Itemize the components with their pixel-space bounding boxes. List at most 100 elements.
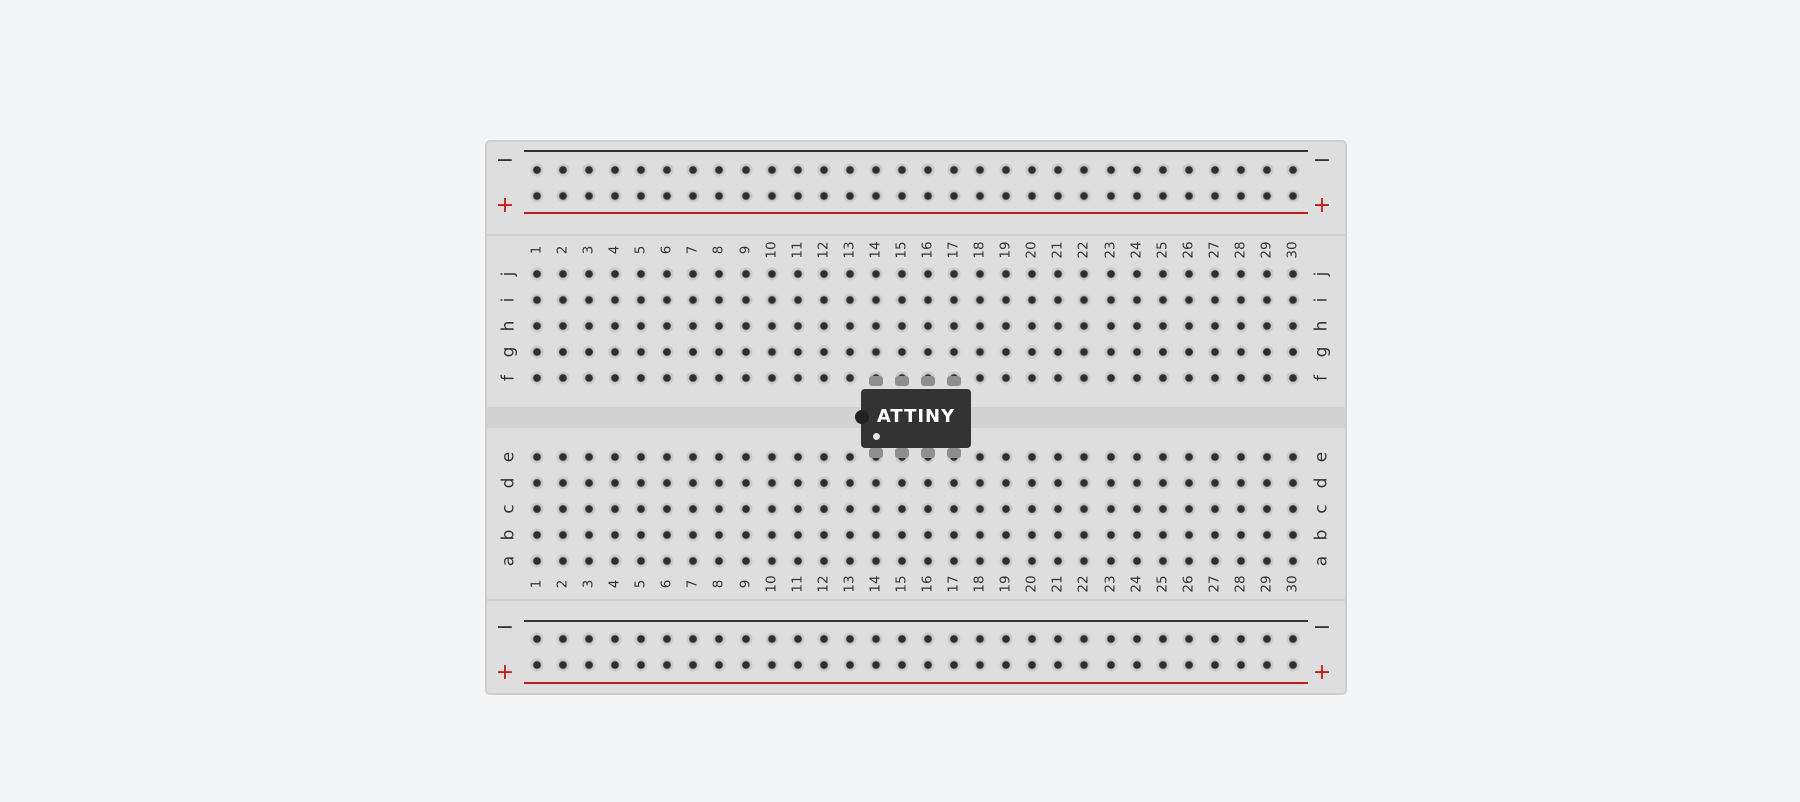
hole-f6[interactable] bbox=[660, 371, 675, 385]
hole-a14[interactable] bbox=[868, 554, 883, 568]
top-minus-rail-hole[interactable] bbox=[947, 163, 962, 177]
hole-c8[interactable] bbox=[712, 502, 727, 516]
hole-e29[interactable] bbox=[1259, 450, 1274, 464]
hole-d6[interactable] bbox=[660, 476, 675, 490]
bottom-plus-rail-hole[interactable] bbox=[1181, 658, 1196, 672]
bottom-plus-rail-hole[interactable] bbox=[842, 658, 857, 672]
hole-a19[interactable] bbox=[999, 554, 1014, 568]
hole-j27[interactable] bbox=[1207, 267, 1222, 281]
hole-f26[interactable] bbox=[1181, 371, 1196, 385]
hole-j18[interactable] bbox=[973, 267, 988, 281]
hole-b30[interactable] bbox=[1286, 528, 1301, 542]
hole-g25[interactable] bbox=[1155, 345, 1170, 359]
hole-b26[interactable] bbox=[1181, 528, 1196, 542]
hole-i8[interactable] bbox=[712, 293, 727, 307]
top-plus-rail-hole[interactable] bbox=[1233, 189, 1248, 203]
hole-j30[interactable] bbox=[1286, 267, 1301, 281]
top-minus-rail-hole[interactable] bbox=[660, 163, 675, 177]
bottom-plus-rail-hole[interactable] bbox=[790, 658, 805, 672]
bottom-minus-rail-hole[interactable] bbox=[660, 632, 675, 646]
hole-e27[interactable] bbox=[1207, 450, 1222, 464]
hole-f30[interactable] bbox=[1286, 371, 1301, 385]
top-minus-rail-hole[interactable] bbox=[790, 163, 805, 177]
hole-a1[interactable] bbox=[530, 554, 544, 568]
hole-i21[interactable] bbox=[1051, 293, 1066, 307]
hole-f20[interactable] bbox=[1025, 371, 1040, 385]
hole-d20[interactable] bbox=[1025, 476, 1040, 490]
top-plus-rail-hole[interactable] bbox=[868, 189, 883, 203]
hole-i2[interactable] bbox=[556, 293, 571, 307]
hole-d22[interactable] bbox=[1077, 476, 1092, 490]
hole-a6[interactable] bbox=[660, 554, 675, 568]
hole-f12[interactable] bbox=[816, 371, 831, 385]
top-plus-rail-hole[interactable] bbox=[1025, 189, 1040, 203]
top-minus-rail-hole[interactable] bbox=[530, 163, 544, 177]
bottom-minus-rail-hole[interactable] bbox=[1207, 632, 1222, 646]
hole-c21[interactable] bbox=[1051, 502, 1066, 516]
hole-c22[interactable] bbox=[1077, 502, 1092, 516]
top-minus-rail-hole[interactable] bbox=[1207, 163, 1222, 177]
hole-f29[interactable] bbox=[1259, 371, 1274, 385]
hole-g1[interactable] bbox=[530, 345, 544, 359]
hole-i29[interactable] bbox=[1259, 293, 1274, 307]
top-plus-rail-hole[interactable] bbox=[686, 189, 701, 203]
top-minus-rail-hole[interactable] bbox=[1077, 163, 1092, 177]
bottom-minus-rail-hole[interactable] bbox=[947, 632, 962, 646]
hole-a18[interactable] bbox=[973, 554, 988, 568]
bottom-minus-rail-hole[interactable] bbox=[1233, 632, 1248, 646]
hole-b23[interactable] bbox=[1103, 528, 1118, 542]
bottom-minus-rail-hole[interactable] bbox=[1181, 632, 1196, 646]
bottom-minus-rail-hole[interactable] bbox=[738, 632, 753, 646]
hole-d11[interactable] bbox=[790, 476, 805, 490]
hole-a27[interactable] bbox=[1207, 554, 1222, 568]
hole-c18[interactable] bbox=[973, 502, 988, 516]
hole-f22[interactable] bbox=[1077, 371, 1092, 385]
hole-f21[interactable] bbox=[1051, 371, 1066, 385]
hole-f9[interactable] bbox=[738, 371, 753, 385]
top-plus-rail-hole[interactable] bbox=[556, 189, 571, 203]
hole-g8[interactable] bbox=[712, 345, 727, 359]
bottom-minus-rail-hole[interactable] bbox=[608, 632, 623, 646]
bottom-plus-rail-hole[interactable] bbox=[1207, 658, 1222, 672]
top-plus-rail-hole[interactable] bbox=[842, 189, 857, 203]
top-minus-rail-hole[interactable] bbox=[582, 163, 597, 177]
hole-d1[interactable] bbox=[530, 476, 544, 490]
hole-i3[interactable] bbox=[582, 293, 597, 307]
hole-h15[interactable] bbox=[894, 319, 909, 333]
hole-b19[interactable] bbox=[999, 528, 1014, 542]
top-minus-rail-hole[interactable] bbox=[1025, 163, 1040, 177]
hole-j8[interactable] bbox=[712, 267, 727, 281]
hole-i30[interactable] bbox=[1286, 293, 1301, 307]
hole-g4[interactable] bbox=[608, 345, 623, 359]
hole-j5[interactable] bbox=[634, 267, 649, 281]
hole-c7[interactable] bbox=[686, 502, 701, 516]
hole-h19[interactable] bbox=[999, 319, 1014, 333]
hole-a12[interactable] bbox=[816, 554, 831, 568]
hole-f4[interactable] bbox=[608, 371, 623, 385]
hole-f11[interactable] bbox=[790, 371, 805, 385]
hole-e21[interactable] bbox=[1051, 450, 1066, 464]
hole-a15[interactable] bbox=[894, 554, 909, 568]
hole-j14[interactable] bbox=[868, 267, 883, 281]
hole-d4[interactable] bbox=[608, 476, 623, 490]
hole-i1[interactable] bbox=[530, 293, 544, 307]
hole-d21[interactable] bbox=[1051, 476, 1066, 490]
attiny-chip[interactable]: ATTINY bbox=[855, 389, 971, 448]
bottom-plus-rail-hole[interactable] bbox=[1155, 658, 1170, 672]
hole-j6[interactable] bbox=[660, 267, 675, 281]
hole-b7[interactable] bbox=[686, 528, 701, 542]
hole-b24[interactable] bbox=[1129, 528, 1144, 542]
hole-a20[interactable] bbox=[1025, 554, 1040, 568]
hole-g6[interactable] bbox=[660, 345, 675, 359]
hole-h5[interactable] bbox=[634, 319, 649, 333]
hole-a16[interactable] bbox=[921, 554, 936, 568]
hole-d24[interactable] bbox=[1129, 476, 1144, 490]
top-minus-rail-hole[interactable] bbox=[1286, 163, 1301, 177]
hole-f5[interactable] bbox=[634, 371, 649, 385]
hole-j15[interactable] bbox=[894, 267, 909, 281]
hole-i22[interactable] bbox=[1077, 293, 1092, 307]
hole-a23[interactable] bbox=[1103, 554, 1118, 568]
hole-g19[interactable] bbox=[999, 345, 1014, 359]
hole-e13[interactable] bbox=[842, 450, 857, 464]
hole-j12[interactable] bbox=[816, 267, 831, 281]
